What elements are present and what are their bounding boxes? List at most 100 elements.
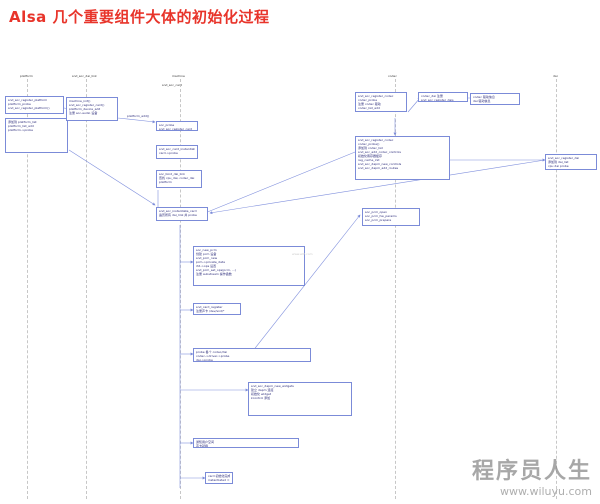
box-line: card->probe xyxy=(159,151,178,155)
box-platform-register: snd_soc_register_platform platform_probe… xyxy=(5,96,64,114)
box-line: platform xyxy=(159,180,172,184)
box-line: 初始化寄存器缓存 xyxy=(358,154,383,158)
box-line: codec_probe() xyxy=(358,142,380,146)
box-line: platform_probe xyxy=(8,102,31,106)
lifeline-dai-link xyxy=(86,79,87,499)
box-line: 查找 cpu_dai, codec_dai xyxy=(159,176,195,180)
box-bind-dai: soc_bind_dai_link 查找 cpu_dai, codec_dai … xyxy=(156,170,202,188)
box-line: codec 驱动信息 xyxy=(473,95,495,99)
box-line: 遍历所有 dai_link 并 probe xyxy=(159,213,197,217)
lane-header-codec: codec xyxy=(388,74,397,78)
lane-header-machine: machine xyxy=(172,74,185,78)
lifeline-platform xyxy=(27,79,28,499)
box-line: snd_card_register xyxy=(196,305,223,309)
box-line: soc_probe xyxy=(159,123,175,127)
box-line: dai->probe xyxy=(196,358,213,362)
box-machine-init: machine_init() snd_soc_register_card() p… xyxy=(66,97,118,121)
lane-sub-header: snd_soc_card xyxy=(162,83,182,87)
box-card-probe: soc_probe snd_soc_register_card xyxy=(156,121,198,131)
box-card-register: snd_card_register 注册声卡 /dev/snd/* xyxy=(193,303,241,315)
box-codec-register: snd_soc_register_codec codec_probe 注册 co… xyxy=(355,92,407,112)
box-line: codec_dai 注册 xyxy=(421,94,443,98)
box-probe-link: snd_soc_instantiate_card 遍历所有 dai_link 并… xyxy=(156,207,208,221)
box-codec-controls: snd_soc_register_codec codec_probe() 添加到… xyxy=(355,136,450,180)
box-line: 注册 codec 驱动 xyxy=(358,102,381,106)
box-line: snd_soc_register_card xyxy=(159,127,193,131)
box-card-instantiate: snd_soc_card_instantiate card->probe xyxy=(156,145,198,159)
box-line: codec_probe xyxy=(358,98,378,102)
box-dai-register: snd_soc_register_dai 添加到 dai_list cpu da… xyxy=(545,154,597,170)
box-line: cpu dai probe xyxy=(548,164,569,168)
box-line: snd_pcm_new xyxy=(196,256,218,260)
box-line: soc_pcm_open xyxy=(365,210,388,214)
watermark-title: 程序员人生 xyxy=(471,459,592,484)
box-line: platform_list_add xyxy=(8,124,34,128)
box-line: instantiated = 1 xyxy=(208,478,230,482)
arrow-pcm-to-codec xyxy=(251,214,361,353)
box-line: snd_soc_register_card() xyxy=(69,103,105,107)
box-line: snd_soc_dapm_add_routes xyxy=(358,166,399,170)
box-line: snd_soc_register_codec xyxy=(358,138,394,142)
box-line: 创建 pcm 设备 xyxy=(196,252,217,256)
box-line: snd_soc_card_instantiate xyxy=(159,147,195,151)
box-line: snd_soc_register_platform() xyxy=(8,106,50,110)
box-line: platform_device_add xyxy=(69,107,101,111)
arrow-soc-to-codec xyxy=(204,149,361,214)
box-notify: 通知用户空间 声卡就绪 xyxy=(193,438,299,448)
box-line: 添加到 codec_list xyxy=(358,146,383,150)
box-codec-dai: codec_dai 注册 snd_soc_register_dais xyxy=(418,92,468,102)
faint-watermark-text: www.wifi.com xyxy=(292,252,313,256)
box-pcm-new: soc_new_pcm 创建 pcm 设备 snd_pcm_new pcm->p… xyxy=(193,246,305,286)
box-line: snd_soc_register_platform xyxy=(8,98,48,102)
site-watermark: 程序员人生 www.wiluyu.com xyxy=(472,453,592,498)
page-title: Alsa 几个重要组件大体的初始化过程 xyxy=(9,8,270,26)
box-line: 添加到 dai_list xyxy=(548,160,569,164)
box-line: snd_soc_register_dai xyxy=(548,156,580,160)
lane-header-dai: dai xyxy=(553,74,558,78)
box-line: soc_new_pcm xyxy=(196,248,217,252)
lifeline-codec xyxy=(395,79,396,499)
box-line: 通知用户空间 xyxy=(196,440,215,444)
box-line: soc_pcm_prepare xyxy=(365,218,392,222)
box-codec-pcm: soc_pcm_open soc_pcm_hw_params soc_pcm_p… xyxy=(362,208,420,226)
box-line: 建立 dapm 连接 xyxy=(251,388,274,392)
box-line: probe 各个 codec/dai xyxy=(196,350,228,354)
box-line: 注册 substream 操作函数 xyxy=(196,272,232,276)
box-codec-info: codec 驱动信息 dai 驱动信息 xyxy=(470,93,520,105)
lane-header-dai-link: snd_soc_dai_link xyxy=(72,74,97,78)
box-line: soc_bind_dai_link xyxy=(159,172,185,176)
box-line: snd_soc_add_codec_controls xyxy=(358,150,401,154)
box-line: soc_pcm_hw_params xyxy=(365,214,397,218)
box-line: machine_init() xyxy=(69,99,91,103)
box-line: 注册声卡 /dev/snd/* xyxy=(196,309,225,313)
box-line: snd_soc_dapm_new_controls xyxy=(358,162,402,166)
box-line: codec_list_add xyxy=(358,106,380,110)
lane-header-platform: platform xyxy=(20,74,33,78)
box-line: codec->driver->probe xyxy=(196,354,230,358)
box-codec-probe-call: probe 各个 codec/dai codec->driver->probe … xyxy=(193,348,311,362)
lifeline-machine xyxy=(180,79,181,499)
arrow-label: platform_add() xyxy=(127,114,149,118)
box-line: kcontrol 添加 xyxy=(251,396,271,400)
box-line: snd_soc_register_dais xyxy=(421,98,454,102)
box-line: snd_soc_dapm_new_widgets xyxy=(251,384,294,388)
box-line: rtd->ops 设置 xyxy=(196,264,217,268)
box-line: 添加到 platform_list xyxy=(8,120,37,124)
box-platform-add: 添加到 platform_list platform_list_add plat… xyxy=(5,118,68,153)
box-dapm-new: snd_soc_dapm_new_widgets 建立 dapm 连接 初始化 … xyxy=(248,382,352,416)
box-line: reg_cache_init xyxy=(358,158,380,162)
box-line: snd_pcm_set_ops(pcm, ...) xyxy=(196,268,236,272)
arrow-platform-to-soc xyxy=(68,149,156,206)
box-card-done: card 初始化完成 instantiated = 1 xyxy=(205,472,233,484)
box-line: platform->probe xyxy=(8,128,34,132)
box-line: pcm->private_data xyxy=(196,260,225,264)
arrow-dai-to-soc xyxy=(209,159,546,215)
lifeline-dai xyxy=(556,79,557,499)
box-line: 注册 soc-audio 设备 xyxy=(69,111,98,115)
box-line: snd_soc_register_codec xyxy=(358,94,394,98)
box-line: snd_soc_instantiate_card xyxy=(159,209,197,213)
box-line: 声卡就绪 xyxy=(196,444,209,448)
box-line: 初始化 widget xyxy=(251,392,272,396)
box-line: card 初始化完成 xyxy=(208,474,230,478)
box-line: dai 驱动信息 xyxy=(473,99,491,103)
